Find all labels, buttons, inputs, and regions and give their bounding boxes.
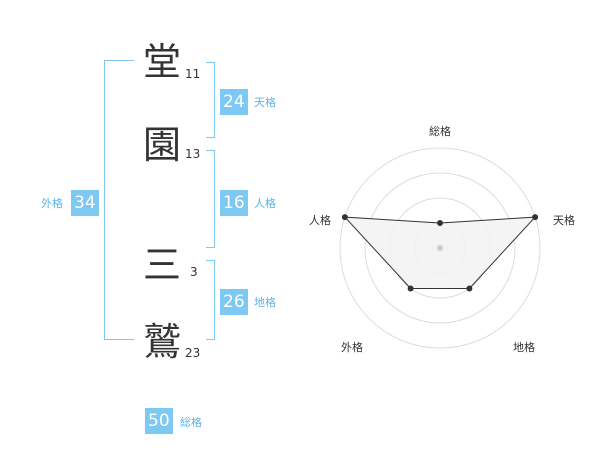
jinkaku-bracket xyxy=(206,150,215,248)
tenkaku-label: 天格 xyxy=(254,96,276,109)
tenkaku-bracket xyxy=(206,62,215,138)
soukaku-badge: 50 xyxy=(145,408,173,434)
radar-point-2 xyxy=(532,214,539,221)
radar-point-5 xyxy=(341,214,348,221)
jinkaku-badge: 16 xyxy=(220,190,248,216)
chikaku-badge: 26 xyxy=(220,289,248,315)
stroke-count-4: 23 xyxy=(185,346,201,360)
gaikaku-label: 外格 xyxy=(41,197,63,210)
radar-point-1 xyxy=(437,220,443,226)
radar-area xyxy=(343,216,537,289)
tenkaku-badge: 24 xyxy=(220,89,248,115)
chikaku-label: 地格 xyxy=(254,296,276,309)
stroke-count-2: 13 xyxy=(185,147,201,161)
radar-center-dot xyxy=(437,245,443,251)
gaikaku-bracket xyxy=(104,60,134,340)
radar-ring-4 xyxy=(339,147,541,349)
gaikaku-badge: 34 xyxy=(71,190,99,216)
radar-axis-label-4: 外格 xyxy=(341,340,363,354)
radar-axis-label-2: 天格 xyxy=(553,213,575,227)
radar-axis-label-3: 地格 xyxy=(513,340,535,354)
radar-axis-label-1: 総格 xyxy=(429,124,451,138)
name-char-1: 堂 xyxy=(142,40,181,84)
radar-axis-label-5: 人格 xyxy=(309,213,331,227)
name-char-3: 三 xyxy=(142,243,181,287)
radar-point-3 xyxy=(466,285,473,292)
chikaku-bracket xyxy=(206,260,215,340)
stroke-count-1: 11 xyxy=(185,67,201,81)
soukaku-label: 総格 xyxy=(180,416,202,429)
radar-ring-3 xyxy=(364,172,516,324)
name-char-2: 園 xyxy=(142,123,181,167)
name-char-4: 鷲 xyxy=(142,320,181,364)
jinkaku-label: 人格 xyxy=(254,197,276,210)
radar-point-4 xyxy=(407,285,414,292)
stroke-count-3: 3 xyxy=(190,265,198,279)
